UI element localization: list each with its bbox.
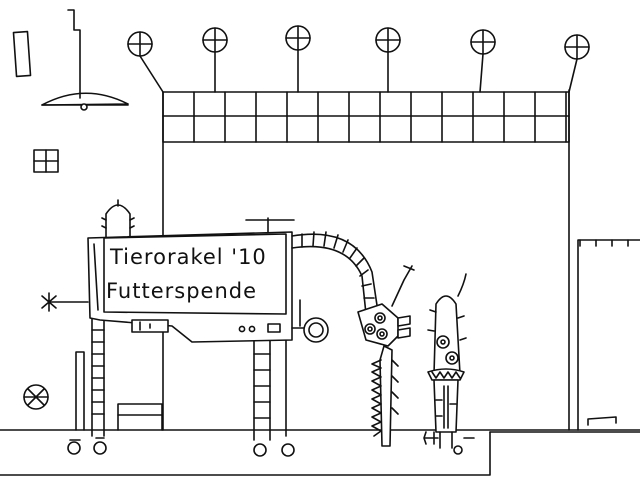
door-step — [588, 417, 616, 425]
pickle-character[interactable] — [424, 274, 474, 454]
roof-lights — [128, 26, 589, 92]
sign-line-1: Tierorakel '10 — [109, 245, 267, 269]
small-window-icon — [34, 150, 58, 172]
croc-head[interactable] — [358, 266, 414, 446]
sign-line-2: Futterspende — [106, 279, 257, 303]
building — [163, 90, 569, 430]
crosshair-light-icon — [471, 30, 495, 92]
crosshair-light-icon — [128, 32, 163, 92]
door-frame[interactable] — [578, 240, 640, 430]
floor — [0, 430, 640, 475]
oracle-machine[interactable]: Tierorakel '10 Futterspende — [42, 200, 378, 456]
bench — [118, 404, 162, 430]
crosshair-light-icon — [565, 35, 589, 92]
crosshair-light-icon — [376, 28, 400, 92]
crosshair-light-icon — [203, 28, 227, 92]
wall-plaque — [13, 32, 30, 77]
crosshair-light-icon — [286, 26, 310, 92]
wall-vent-icon[interactable] — [24, 385, 48, 409]
ceiling-lamp-icon[interactable] — [42, 10, 128, 110]
